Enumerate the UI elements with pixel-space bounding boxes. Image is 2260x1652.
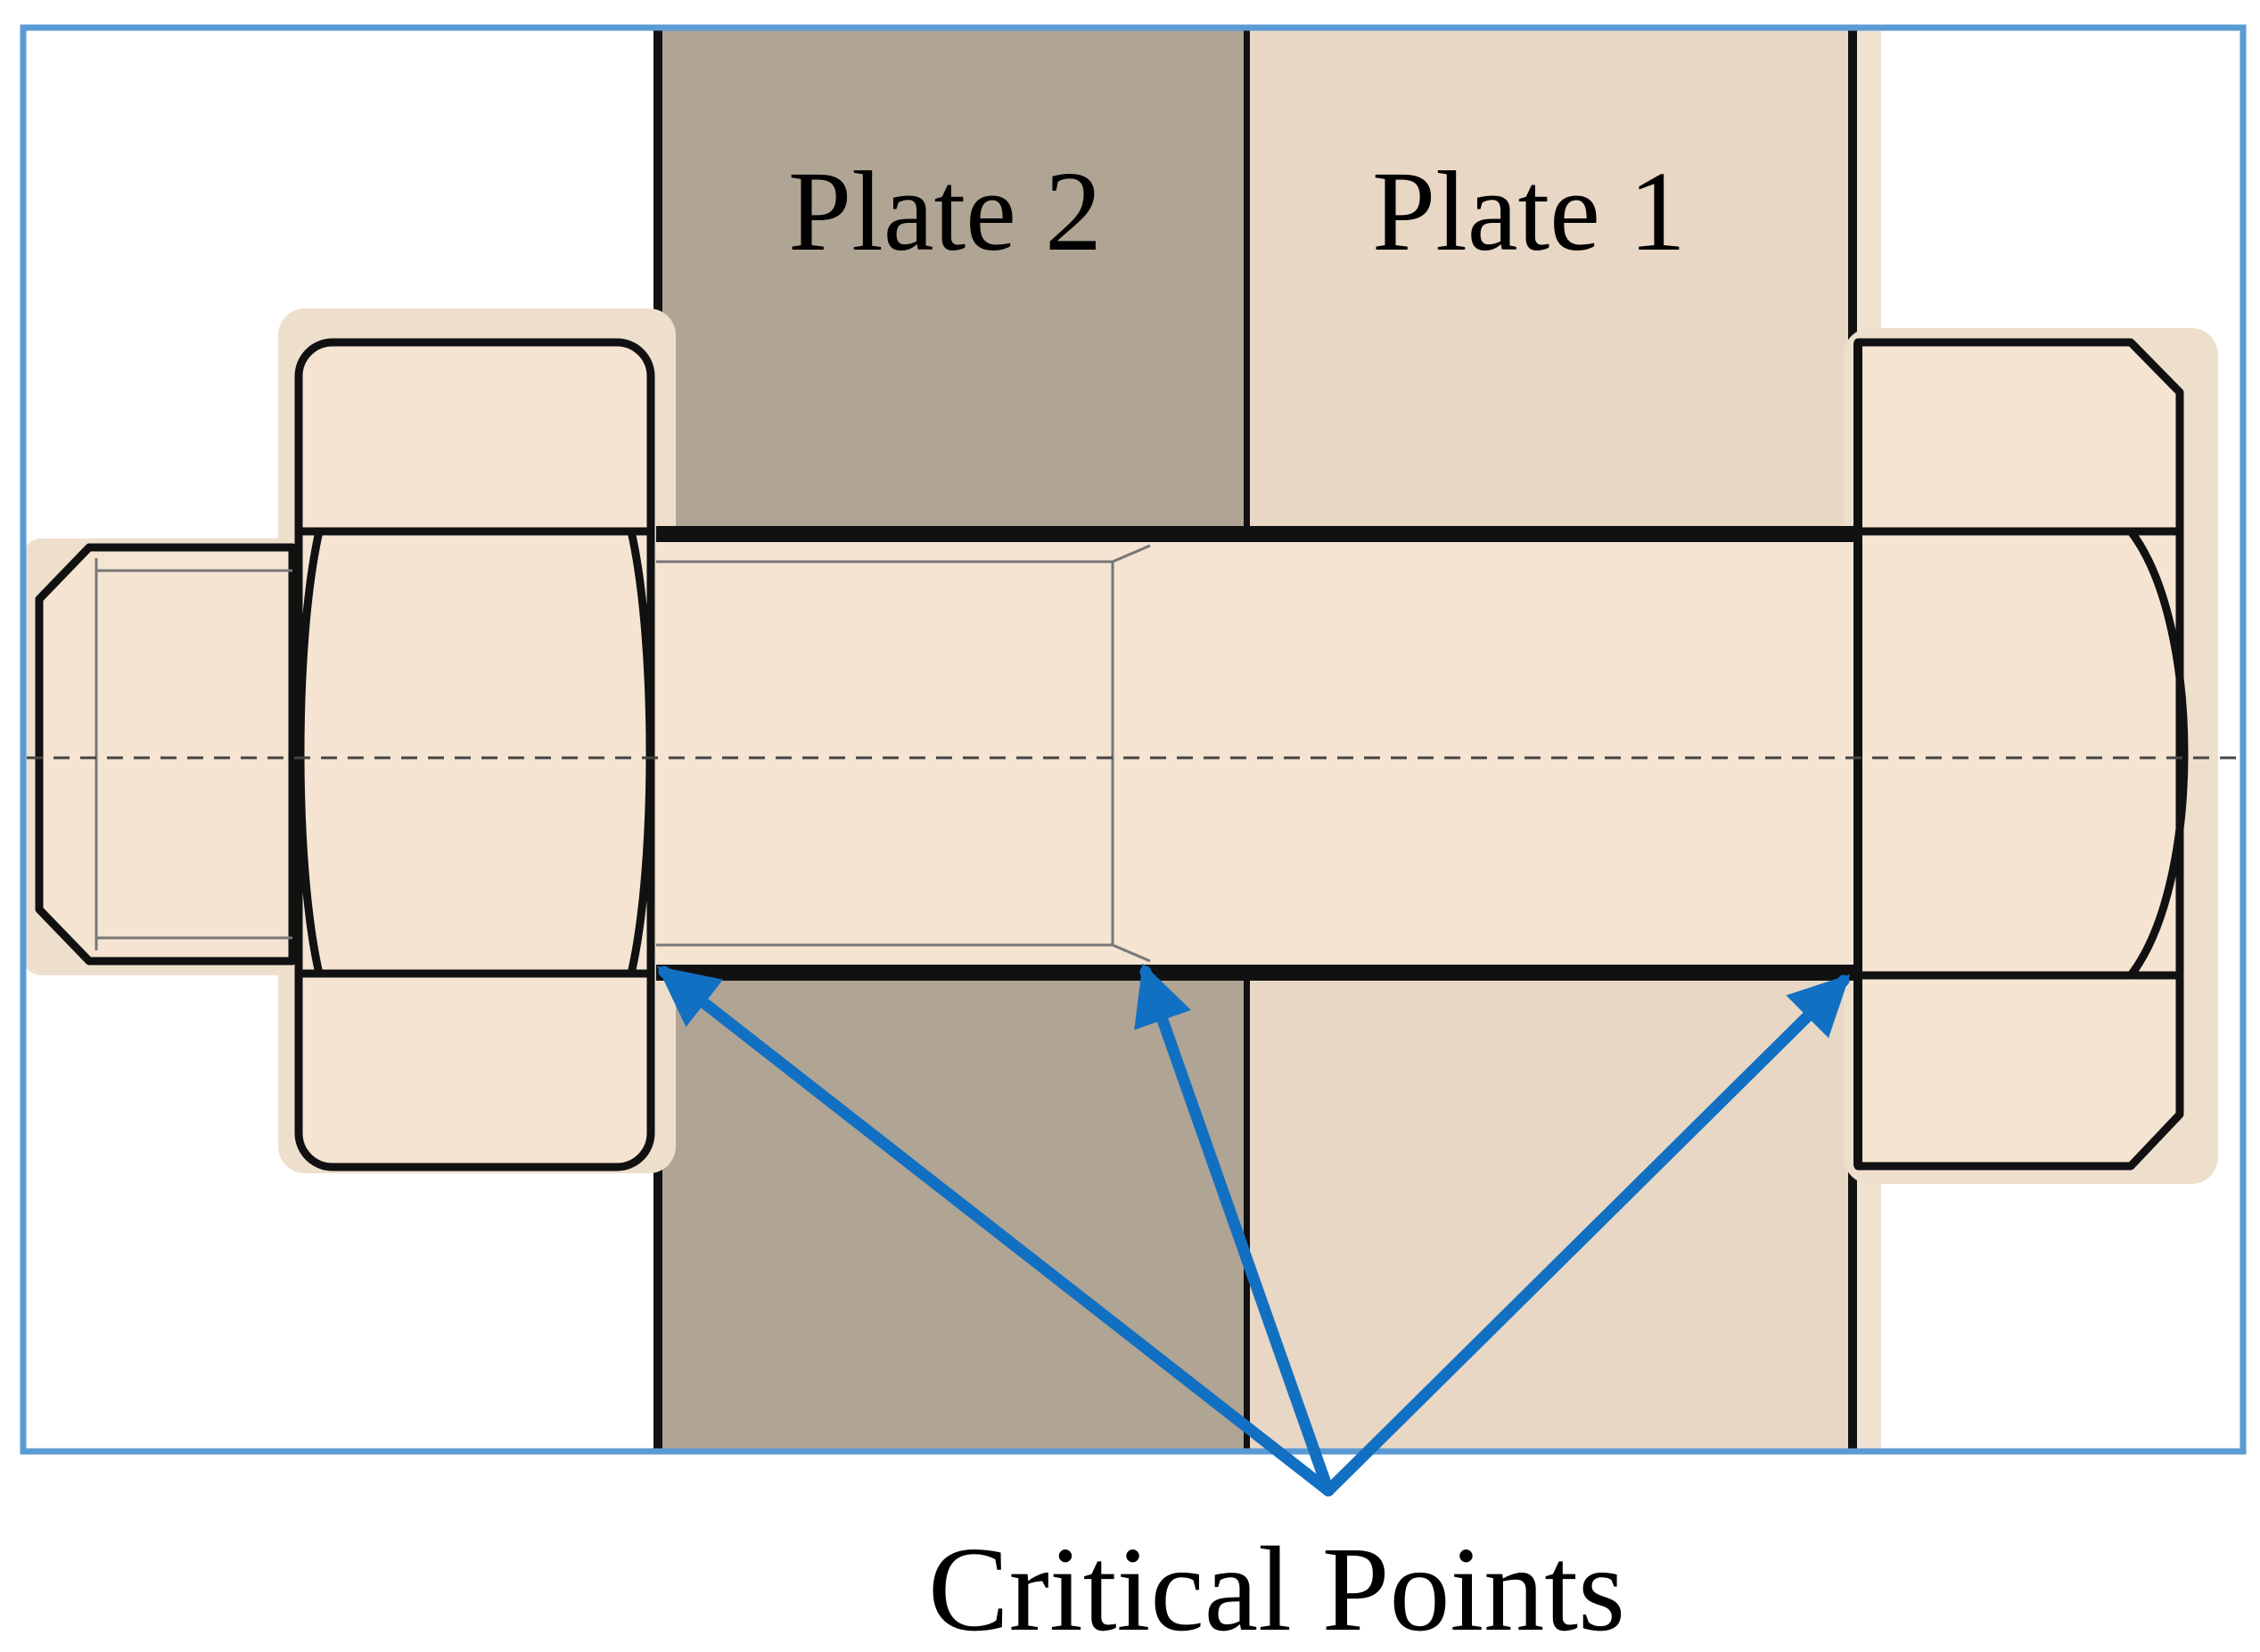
diagram-frame xyxy=(20,24,2247,1455)
critical-point-arrows xyxy=(657,963,1851,1497)
hex-nut xyxy=(294,338,655,1171)
critical-points-label: Critical Points xyxy=(928,1523,1625,1652)
arrow-head-icon xyxy=(1134,963,1335,1497)
bolt-shank xyxy=(656,526,1854,981)
plate-1-label: Plate 1 xyxy=(1372,148,1686,275)
bolt-head xyxy=(1853,338,2189,1171)
plate-2-label: Plate 2 xyxy=(788,148,1102,275)
arrow-head-icon xyxy=(657,966,1335,1497)
bolt-tip xyxy=(35,543,297,966)
arrow-head-icon xyxy=(1322,974,1851,1497)
